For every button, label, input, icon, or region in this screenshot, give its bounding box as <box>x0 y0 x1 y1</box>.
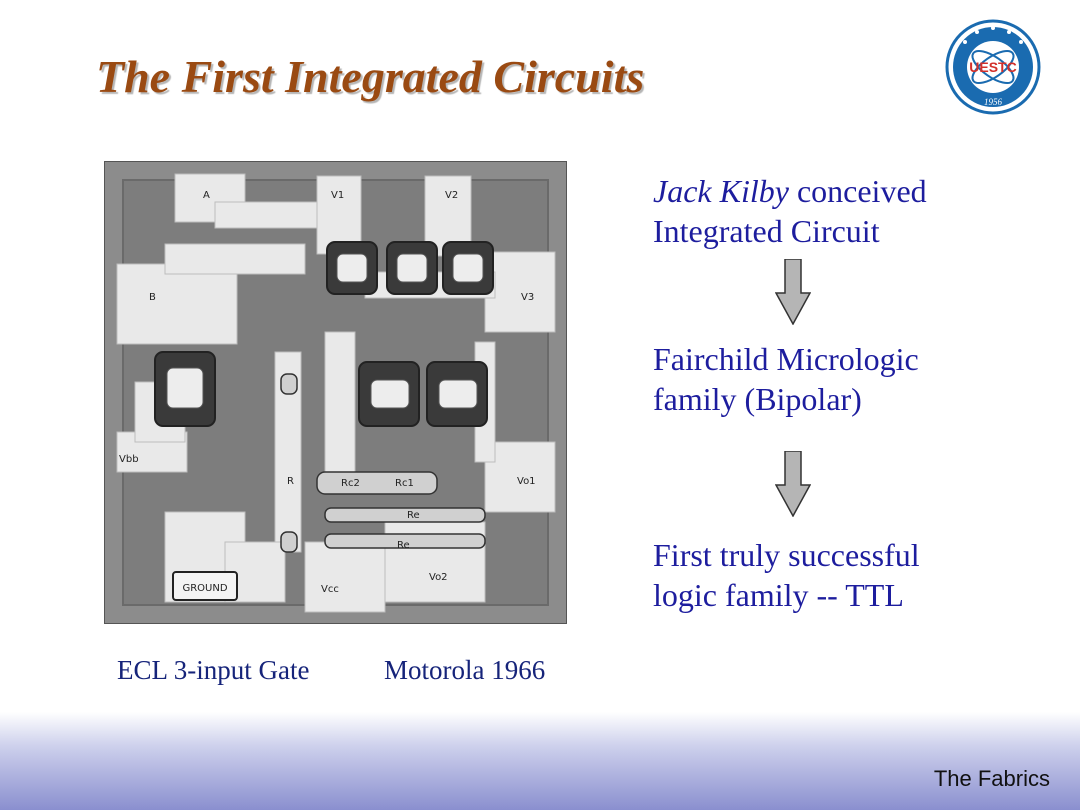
ecl-gate-die-photo: A V1 V2 B V3 Vbb R Rc2 Rc1 Vo1 Re Re Vo2… <box>104 161 567 624</box>
photo-caption-company: Motorola 1966 <box>384 655 546 685</box>
flow-step-fairchild: Fairchild Micrologic family (Bipolar) <box>653 339 1053 419</box>
die-photo-illustration: A V1 V2 B V3 Vbb R Rc2 Rc1 Vo1 Re Re Vo2… <box>105 162 566 623</box>
die-label-v2: V2 <box>445 190 458 201</box>
die-label-ground: GROUND <box>182 583 227 594</box>
photo-caption-gate: ECL 3-input Gate <box>117 655 310 685</box>
die-label-v3: V3 <box>521 292 534 303</box>
die-label-r: R <box>287 476 294 487</box>
ttl-line2: logic family -- TTL <box>653 577 904 613</box>
footer-label: The Fabrics <box>933 766 1050 791</box>
die-label-rc1: Rc1 <box>395 478 414 489</box>
flow-step-kilby: Jack Kilby conceived Integrated Circuit <box>653 171 1053 251</box>
down-arrow-icon <box>775 451 811 517</box>
logo-text: UESTC <box>969 59 1016 75</box>
flow-step-ttl: First truly successful logic family -- T… <box>653 535 1053 615</box>
uestc-seal-icon: UESTC 1956 <box>945 19 1041 115</box>
die-label-v1: V1 <box>331 190 344 201</box>
ttl-line1: First truly successful <box>653 537 920 573</box>
logo-year: 1956 <box>984 97 1003 107</box>
die-label-vo2: Vo2 <box>429 572 448 583</box>
die-label-rc2: Rc2 <box>341 478 360 489</box>
kilby-text-line2: Integrated Circuit <box>653 213 880 249</box>
die-label-re-1: Re <box>407 510 420 521</box>
die-label-vo1: Vo1 <box>517 476 536 487</box>
kilby-name: Jack Kilby <box>653 173 789 209</box>
down-arrow-icon <box>775 259 811 325</box>
university-logo: UESTC 1956 <box>943 12 1043 122</box>
fairchild-line2: family (Bipolar) <box>653 381 862 417</box>
slide-title: The First Integrated Circuits <box>96 51 645 102</box>
die-label-vbb: Vbb <box>119 454 139 465</box>
die-label-b: B <box>149 292 156 303</box>
die-label-re-2: Re <box>397 540 410 551</box>
die-label-vcc: Vcc <box>321 584 339 595</box>
die-label-a: A <box>203 190 210 201</box>
slide-footer-band: The Fabrics <box>0 712 1080 810</box>
kilby-text: conceived <box>788 173 927 209</box>
fairchild-line1: Fairchild Micrologic <box>653 341 919 377</box>
